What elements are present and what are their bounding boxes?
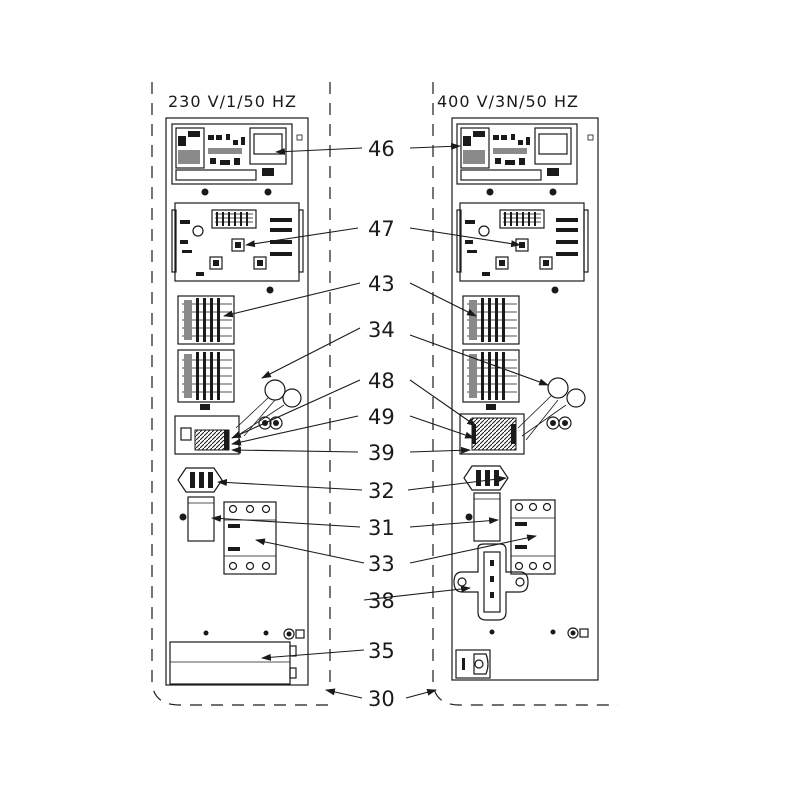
callout-30: 30 bbox=[368, 687, 395, 711]
right-contactor bbox=[510, 499, 556, 575]
callout-leaders bbox=[211, 142, 549, 699]
right-capacitor bbox=[465, 492, 501, 542]
left-relay-block bbox=[174, 415, 240, 455]
callout-46: 46 bbox=[368, 137, 395, 161]
callout-labels: 46 47 43 34 48 49 39 32 31 33 38 35 30 bbox=[368, 137, 395, 711]
callout-49: 49 bbox=[368, 405, 395, 429]
right-bottom-fittings bbox=[455, 627, 589, 679]
left-display-board bbox=[171, 202, 304, 294]
callout-34: 34 bbox=[368, 318, 395, 342]
right-enclosure-outline bbox=[432, 82, 618, 706]
right-display-board bbox=[456, 202, 589, 294]
callout-39: 39 bbox=[368, 441, 395, 465]
left-mounting-plate bbox=[165, 117, 309, 686]
right-heater-flange bbox=[453, 543, 529, 635]
right-terminal-strip-upper bbox=[462, 295, 520, 345]
callout-43: 43 bbox=[368, 272, 395, 296]
left-contactor bbox=[223, 501, 277, 575]
callout-48: 48 bbox=[368, 369, 395, 393]
right-temperature-sensors bbox=[517, 377, 586, 441]
left-panel-title: 230 V/1/50 HZ bbox=[168, 92, 297, 111]
callout-31: 31 bbox=[368, 516, 395, 540]
right-panel-title: 400 V/3N/50 HZ bbox=[437, 92, 579, 111]
right-filter bbox=[463, 465, 509, 491]
right-control-board bbox=[456, 123, 578, 196]
right-terminal-strip-lower bbox=[462, 349, 520, 410]
callout-38: 38 bbox=[368, 589, 395, 613]
left-terminal-strip-lower bbox=[177, 349, 235, 410]
right-relay-block bbox=[459, 413, 525, 455]
right-mounting-plate bbox=[451, 117, 599, 681]
left-enclosure-outline bbox=[151, 82, 331, 706]
callout-35: 35 bbox=[368, 639, 395, 663]
callout-47: 47 bbox=[368, 217, 395, 241]
callout-32: 32 bbox=[368, 479, 395, 503]
left-temperature-sensors bbox=[235, 379, 302, 437]
left-capacitor bbox=[179, 496, 215, 542]
left-heater-element bbox=[169, 641, 297, 685]
left-filter bbox=[177, 467, 223, 493]
left-control-board bbox=[171, 123, 293, 196]
callout-33: 33 bbox=[368, 552, 395, 576]
left-bottom-fittings bbox=[203, 628, 305, 640]
left-terminal-strip-upper bbox=[177, 295, 235, 345]
